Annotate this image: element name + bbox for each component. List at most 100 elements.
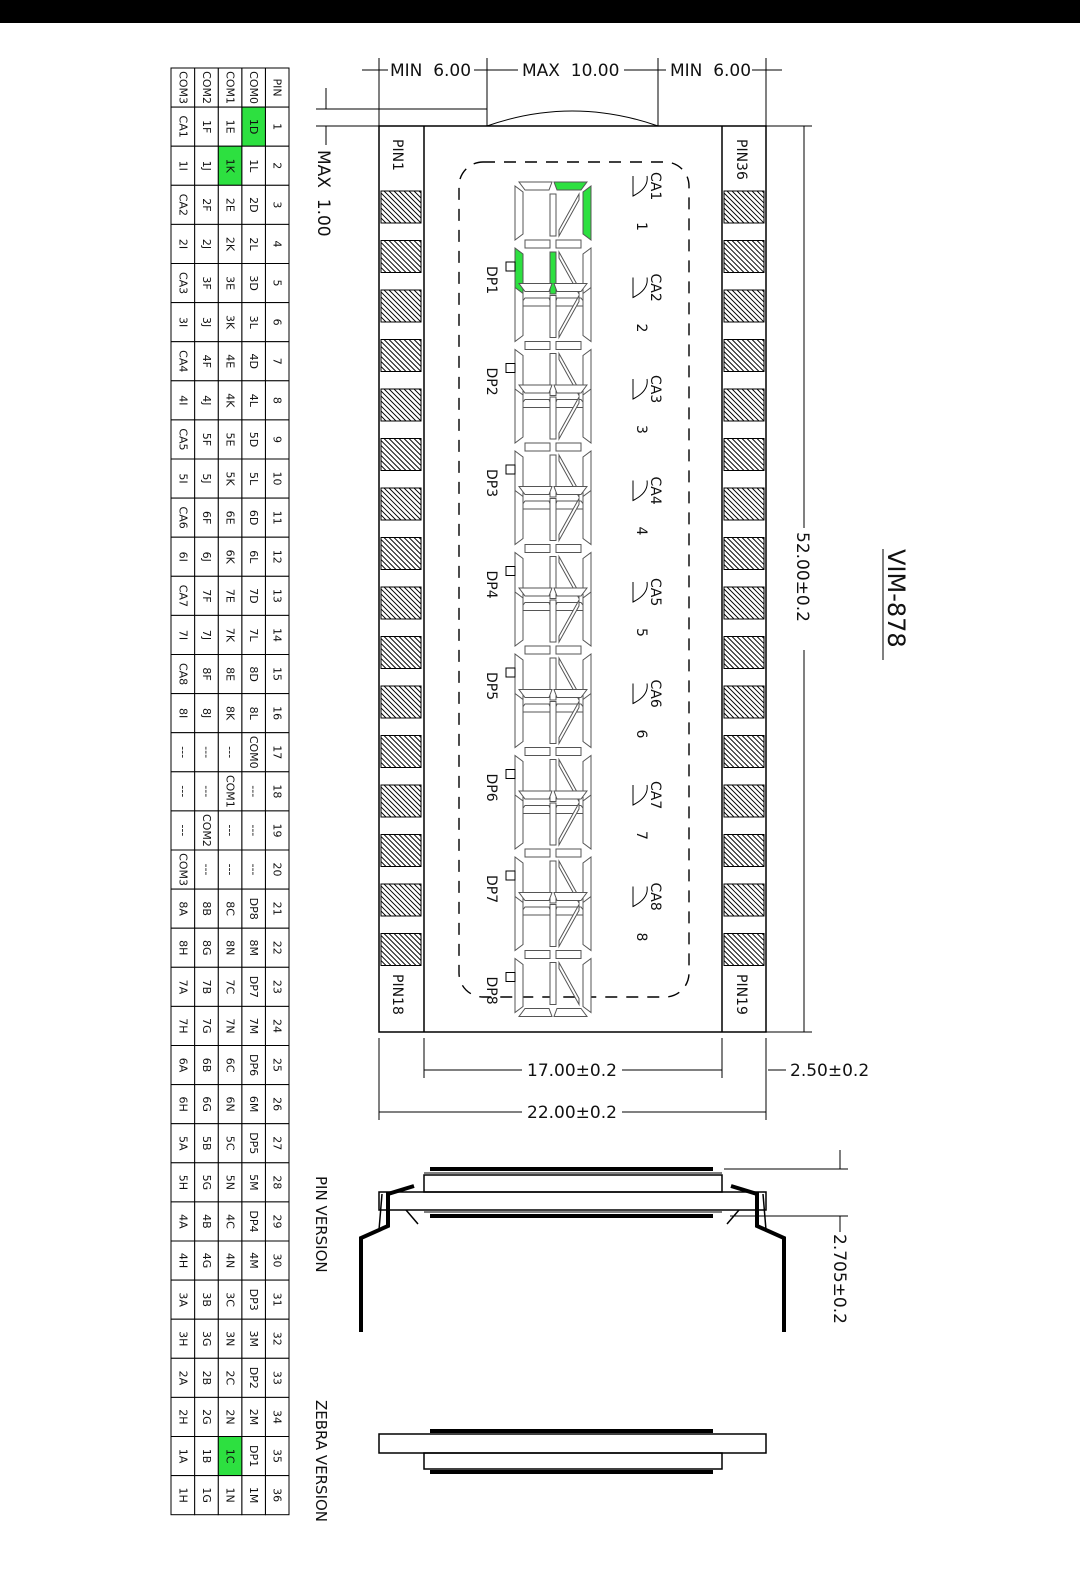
table-cell-value: 8E <box>224 667 237 681</box>
segment-e <box>582 692 592 749</box>
table-cell-value: 15 <box>271 667 284 681</box>
segment-a <box>553 500 588 510</box>
pin36-label: PIN36 <box>733 139 749 180</box>
segment-h <box>549 193 557 237</box>
segment-n <box>524 848 551 858</box>
table-cell-value: 1L <box>247 159 260 173</box>
body-dimensions: 52.00±0.2 17.00±0.2 22.00±0.2 2.50±0.2 <box>378 125 869 1123</box>
segment-d <box>553 790 588 800</box>
anode-symbol <box>632 683 648 705</box>
segment-i <box>558 699 580 746</box>
table-header-label: COM3 <box>176 71 189 104</box>
table-cell-value: 4E <box>224 354 237 368</box>
right-pin-pad <box>723 933 765 966</box>
digit-number: 4 <box>633 527 649 536</box>
segment-l <box>514 489 524 546</box>
segment-a <box>553 602 588 611</box>
table-cell-value: 8C <box>224 901 237 916</box>
right-pin-pad <box>723 586 765 620</box>
table-cell-value: 6D <box>247 510 260 525</box>
decimal-point <box>505 769 516 779</box>
dim-length: 52.00±0.2 <box>792 532 812 622</box>
segment-e <box>582 794 592 850</box>
table-header-label: COM2 <box>200 71 213 104</box>
segment-a <box>553 805 588 814</box>
table-cell-value: 33 <box>271 1371 284 1385</box>
table-cell-value: --- <box>224 746 237 758</box>
table-cell-value: 8F <box>200 667 213 680</box>
digit-number: 7 <box>633 831 649 840</box>
dp-label: DP2 <box>483 368 499 396</box>
right-pin-pad <box>723 388 765 422</box>
top-dimensions: MIN 6.00 MAX 10.00 MIN 6.00 MAX 1.00 <box>313 58 782 237</box>
table-cell-value: 35 <box>271 1449 284 1463</box>
segment-e <box>582 388 592 444</box>
dim-max-mid: MAX 10.00 <box>522 61 619 81</box>
left-pin-pad <box>380 685 422 719</box>
left-pin-pad <box>380 289 422 323</box>
table-cell-value: 7D <box>247 588 260 603</box>
segment-d <box>553 181 588 191</box>
segment-a <box>553 1008 588 1017</box>
table-cell-value: 34 <box>271 1410 284 1424</box>
table-cell-value: 7E <box>224 589 237 603</box>
table-cell-value: 3B <box>200 1292 213 1307</box>
pin-version-view: 2.705±0.2 PIN VERSION <box>312 1150 849 1332</box>
table-cell-value: 5C <box>224 1136 237 1151</box>
anode-symbol <box>632 277 648 299</box>
table-cell-value: --- <box>200 785 213 797</box>
pin19-label: PIN19 <box>733 974 749 1015</box>
table-cell-value: 8G <box>200 940 213 956</box>
right-pin-pad <box>723 834 765 867</box>
dim-min-right: MIN 6.00 <box>670 61 751 81</box>
segment-b <box>518 805 553 814</box>
left-pin-pad <box>380 339 422 372</box>
table-cell-value: --- <box>247 785 260 797</box>
table-cell-value: 3D <box>247 275 260 290</box>
segment-i <box>558 496 580 543</box>
table-cell-value: 5N <box>224 1175 237 1190</box>
part-title: VIM-878 <box>882 549 910 660</box>
table-cell-value: 8H <box>176 940 189 955</box>
segment-d <box>553 689 588 698</box>
table-cell-value: 6M <box>247 1096 260 1113</box>
table-cell-value: 28 <box>271 1175 284 1189</box>
table-cell-value: 7A <box>176 980 189 995</box>
table-cell-value: 1J <box>200 161 213 171</box>
table-cell-value: 1K <box>224 159 237 174</box>
segment-h <box>549 396 557 440</box>
table-header-label: COM0 <box>247 71 260 104</box>
table-cell-value: DP4 <box>247 1210 260 1232</box>
table-cell-value: CA1 <box>176 116 189 138</box>
segment-l <box>514 388 524 444</box>
dim-width-inner: 17.00±0.2 <box>527 1061 617 1081</box>
left-pin-pad <box>380 438 422 471</box>
table-cell-value: 4I <box>176 395 189 405</box>
segment-l <box>514 794 524 850</box>
segment-g <box>555 341 582 350</box>
table-cell-value: 7M <box>247 1018 260 1035</box>
table-cell-value: 6E <box>224 511 237 525</box>
table-cell-value: 7L <box>247 628 260 642</box>
segment-m <box>518 689 553 698</box>
table-cell-value: 2M <box>247 1409 260 1426</box>
table-cell-value: 6 <box>271 319 284 326</box>
segment-l <box>514 895 524 952</box>
table-cell-value: 5J <box>200 473 213 483</box>
segment-e <box>582 591 592 647</box>
table-cell-value: 4J <box>200 395 213 405</box>
ca-label: CA1 <box>647 172 663 200</box>
table-cell-value: 5G <box>200 1175 213 1191</box>
segment-l <box>514 692 524 749</box>
segment-n <box>524 645 551 655</box>
table-cell-value: 7J <box>200 630 213 640</box>
table-cell-value: 2D <box>247 197 260 212</box>
left-pin-pad <box>380 834 422 867</box>
segment-b <box>518 399 553 408</box>
table-header-label: PIN <box>271 78 284 96</box>
table-cell-value: 1G <box>200 1487 213 1503</box>
segment-a <box>553 399 588 408</box>
pin18-label: PIN18 <box>389 974 405 1015</box>
segment-d <box>553 587 588 597</box>
